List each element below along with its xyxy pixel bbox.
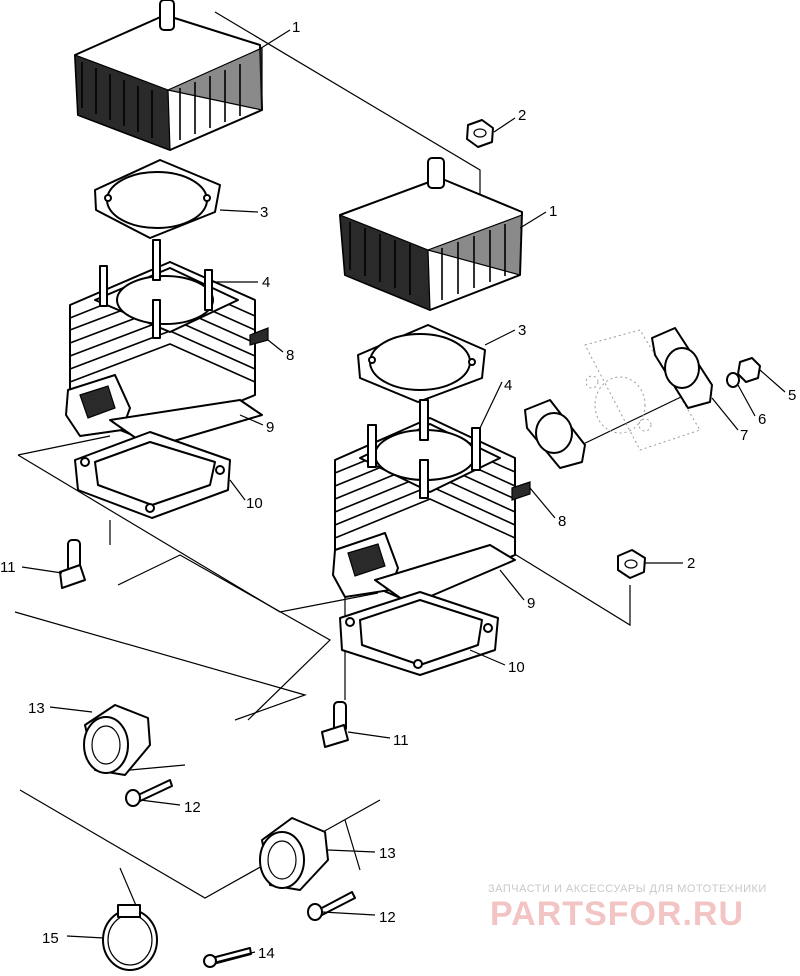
callout-label: 11 — [393, 732, 409, 749]
callout-label: 2 — [518, 107, 526, 124]
callout-label: 8 — [286, 347, 294, 364]
left-fitting — [59, 539, 86, 589]
callout-label: 8 — [558, 513, 566, 530]
lower-nut — [617, 549, 646, 579]
callout-label: 3 — [260, 204, 268, 221]
exhaust-gaskets — [524, 327, 713, 469]
right-head-gasket — [357, 324, 486, 403]
right-cylinder — [332, 399, 531, 606]
callout-label: 9 — [527, 595, 535, 612]
callout-leaders — [21, 29, 786, 963]
callout-label: 3 — [518, 322, 526, 339]
left-cylinder — [65, 239, 269, 449]
callout-label: 1 — [549, 203, 557, 220]
clamp-screw — [203, 947, 252, 968]
callout-label: 13 — [379, 845, 396, 862]
upper-screw — [125, 779, 173, 807]
top-nut — [466, 119, 494, 148]
left-base-gasket — [74, 431, 231, 519]
right-cylinder-head — [339, 157, 523, 311]
watermark-brand: PARTSFOR.RU — [490, 895, 744, 933]
callout-label: 13 — [28, 700, 45, 717]
right-fitting — [321, 701, 349, 748]
left-cylinder-head — [74, 0, 263, 151]
callout-label: 11 — [0, 559, 16, 576]
lower-screw — [307, 891, 356, 921]
callout-label: 10 — [246, 495, 263, 512]
callout-label: 1 — [292, 19, 300, 36]
callout-label: 5 — [788, 387, 796, 404]
callout-label: 4 — [262, 274, 270, 291]
watermark: ЗАПЧАСТИ И АКСЕССУАРЫ ДЛЯ МОТОТЕХНИКИ PA… — [488, 883, 767, 933]
right-base-gasket — [339, 591, 499, 676]
callout-label: 7 — [740, 427, 748, 444]
hose-clamp — [102, 904, 158, 971]
callout-label: 2 — [687, 555, 695, 572]
callout-label: 10 — [508, 659, 525, 676]
callout-label: 12 — [379, 909, 396, 926]
callout-label: 4 — [504, 377, 512, 394]
callout-label: 14 — [258, 945, 275, 962]
callout-label: 9 — [266, 419, 274, 436]
upper-intake-boot — [83, 704, 151, 776]
watermark-tagline: ЗАПЧАСТИ И АКСЕССУАРЫ ДЛЯ МОТОТЕХНИКИ — [488, 883, 767, 895]
small-nut-washer — [726, 357, 761, 388]
callout-label: 6 — [758, 411, 766, 428]
alignment-lines — [14, 11, 711, 951]
left-head-gasket — [94, 159, 221, 239]
callout-label: 15 — [42, 930, 59, 947]
lower-intake-boot — [259, 817, 329, 891]
callout-label: 12 — [184, 799, 201, 816]
reference-outline — [584, 329, 701, 451]
callout-labels: 1 2 3 4 8 9 10 11 1 3 4 2 5 6 7 8 9 10 1… — [0, 19, 796, 962]
